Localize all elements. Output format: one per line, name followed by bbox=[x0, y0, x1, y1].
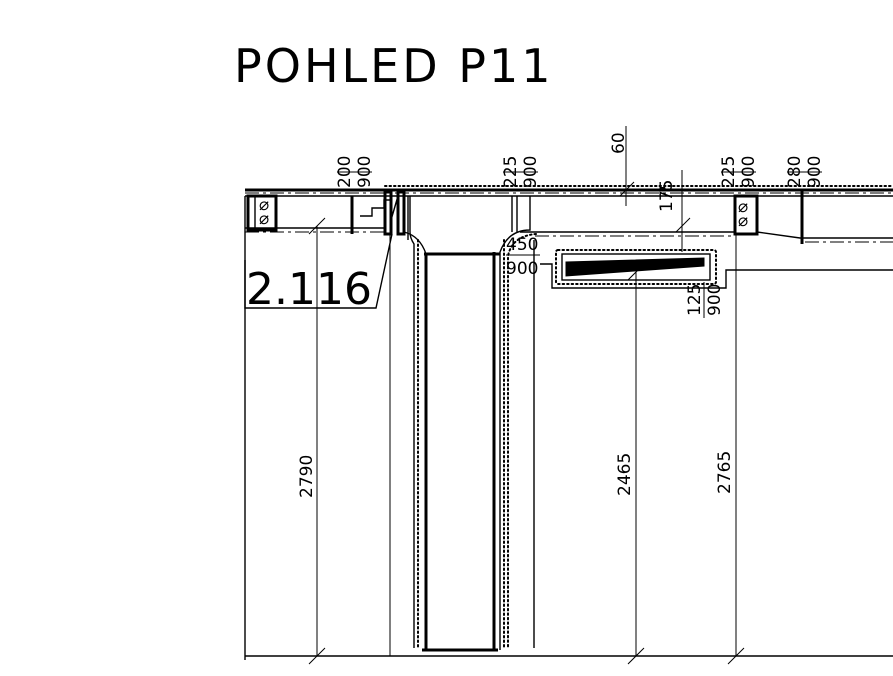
floor-and-height-dims bbox=[244, 196, 893, 665]
dim-450: 450 bbox=[506, 235, 538, 255]
drawing-title: POHLED P11 bbox=[234, 39, 554, 93]
diameter-symbol-right: ⌀ bbox=[738, 197, 748, 217]
opening-detail bbox=[540, 249, 893, 289]
dim-2465: 2465 bbox=[615, 453, 635, 496]
stepped-detail bbox=[350, 190, 409, 240]
column-left bbox=[403, 196, 500, 650]
dim-900-f: 900 bbox=[705, 284, 725, 316]
right-beam-end: ⌀ ⌀ bbox=[733, 194, 759, 236]
left-beam-end: ⌀ ⌀ bbox=[246, 194, 278, 232]
room-label-box: 2.116 bbox=[244, 233, 393, 315]
dim-125: 125 bbox=[685, 284, 705, 316]
top-dim-leaders bbox=[619, 126, 691, 252]
diameter-symbol-left: ⌀ bbox=[259, 195, 269, 215]
room-label: 2.116 bbox=[246, 264, 372, 315]
dimension-texts: 200 900 225 900 60 175 225 900 280 900 4… bbox=[297, 132, 825, 498]
diameter-symbol-right-2: ⌀ bbox=[738, 211, 748, 231]
dim-60: 60 bbox=[609, 132, 629, 154]
dim-175: 175 bbox=[657, 180, 677, 212]
diameter-symbol-left-2: ⌀ bbox=[259, 209, 269, 229]
ceiling-band bbox=[245, 185, 893, 244]
dim-900-e: 900 bbox=[506, 259, 538, 279]
dim-2790: 2790 bbox=[297, 455, 317, 498]
dim-2765: 2765 bbox=[715, 451, 735, 494]
column-middle bbox=[422, 196, 537, 652]
